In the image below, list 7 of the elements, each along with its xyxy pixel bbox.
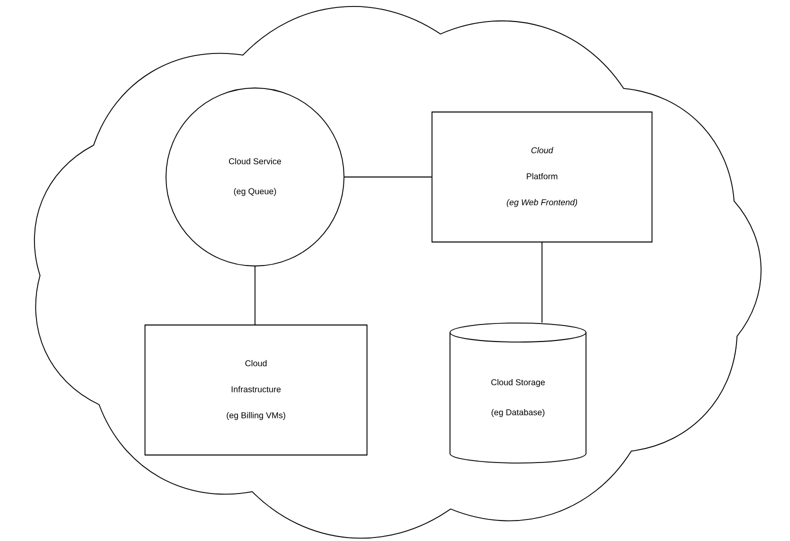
process-box: Cloud Infrastructure (eg Billing VMs) bbox=[144, 324, 368, 456]
connector-line bbox=[344, 176, 432, 178]
process-box: Cloud Platform (eg Web Frontend) bbox=[432, 112, 652, 242]
cloud-shape bbox=[34, 6, 762, 539]
database-cylinder: Cloud Storage (eg Database) bbox=[450, 322, 586, 464]
connector-line bbox=[254, 266, 256, 325]
circle-node: Cloud Service (eg Queue) bbox=[166, 88, 344, 266]
